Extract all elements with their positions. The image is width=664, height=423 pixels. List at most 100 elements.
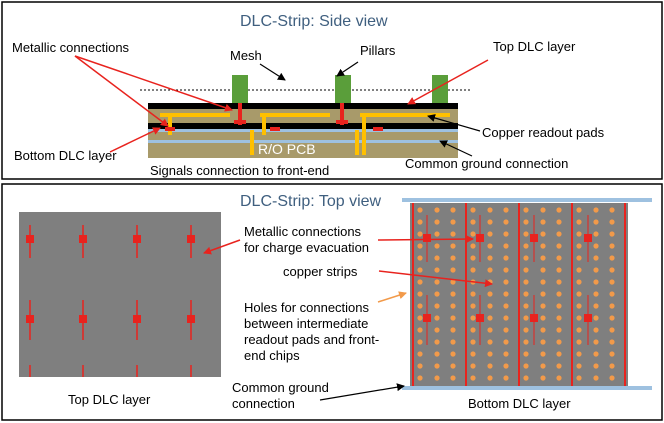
hole: [556, 207, 562, 213]
hole: [503, 255, 509, 261]
ground-bar-bottom: [402, 386, 652, 390]
hole: [470, 315, 476, 321]
hole: [523, 255, 529, 261]
hole: [540, 219, 546, 225]
hole: [523, 243, 529, 249]
pillar: [335, 75, 351, 103]
hole: [609, 363, 615, 369]
hole: [470, 231, 476, 237]
hole: [450, 363, 456, 369]
hole: [540, 231, 546, 237]
hole: [487, 207, 493, 213]
hole: [487, 231, 493, 237]
hole: [556, 303, 562, 309]
hole: [434, 219, 440, 225]
hole: [450, 279, 456, 285]
hole: [576, 231, 582, 237]
hole: [609, 291, 615, 297]
pillar: [432, 75, 448, 103]
hole: [556, 375, 562, 381]
hole: [434, 351, 440, 357]
hole: [593, 363, 599, 369]
ground-arrow-top: [319, 383, 405, 401]
hole: [609, 303, 615, 309]
hole: [434, 339, 440, 345]
holes-label-2: between intermediate: [244, 316, 368, 331]
hole: [450, 327, 456, 333]
hole: [593, 231, 599, 237]
hole: [470, 375, 476, 381]
hole: [470, 351, 476, 357]
hole: [609, 375, 615, 381]
hole: [609, 351, 615, 357]
hole: [503, 303, 509, 309]
hole: [556, 315, 562, 321]
hole: [417, 315, 423, 321]
hole: [523, 351, 529, 357]
hole: [540, 243, 546, 249]
top-dlc-arrow: [407, 59, 489, 105]
hole: [556, 351, 562, 357]
hole: [503, 207, 509, 213]
hole: [487, 255, 493, 261]
hole: [540, 267, 546, 273]
top-view-panel: [1, 183, 663, 421]
hole: [470, 243, 476, 249]
hole: [556, 327, 562, 333]
hole: [503, 339, 509, 345]
metallic-connections-label: Metallic connections: [12, 40, 130, 55]
hole: [417, 267, 423, 273]
metallic-connections: [165, 103, 383, 131]
holes-label-4: end chips: [244, 348, 300, 363]
holes-label-1: Holes for connections: [244, 300, 370, 315]
hole: [417, 219, 423, 225]
top-dlc-contacts: [26, 235, 195, 323]
hole: [434, 243, 440, 249]
hole: [434, 255, 440, 261]
hole: [450, 303, 456, 309]
copper-strip-lines: [412, 203, 626, 386]
hole: [450, 219, 456, 225]
bottom-dlc-contacts: [423, 234, 592, 322]
hole: [434, 291, 440, 297]
copper-arrow: [378, 270, 493, 288]
ground-label-2: connection: [232, 396, 295, 411]
hole: [576, 327, 582, 333]
hole: [593, 303, 599, 309]
ro-pcb-label: R/O PCB: [258, 141, 316, 157]
hole: [450, 231, 456, 237]
hole: [593, 243, 599, 249]
hole: [470, 291, 476, 297]
hole: [503, 279, 509, 285]
top-dlc-label: Top DLC layer: [493, 39, 576, 54]
hole: [417, 363, 423, 369]
metallic-arrow: [74, 55, 233, 112]
hole: [609, 267, 615, 273]
hole: [609, 243, 615, 249]
hole: [540, 351, 546, 357]
hole: [609, 339, 615, 345]
hole: [576, 315, 582, 321]
hole: [609, 327, 615, 333]
hole: [470, 267, 476, 273]
hole: [540, 339, 546, 345]
ground-plane-strip: [148, 129, 458, 132]
hole: [523, 291, 529, 297]
hole: [523, 363, 529, 369]
hole: [503, 291, 509, 297]
hole: [540, 315, 546, 321]
hole: [593, 207, 599, 213]
hole: [609, 231, 615, 237]
pillar: [232, 75, 248, 103]
signals-label: Signals connection to front-end: [150, 163, 329, 178]
hole: [417, 339, 423, 345]
hole: [576, 363, 582, 369]
hole: [503, 315, 509, 321]
hole: [487, 243, 493, 249]
hole: [556, 231, 562, 237]
hole: [417, 291, 423, 297]
hole: [540, 279, 546, 285]
hole: [503, 267, 509, 273]
hole: [417, 243, 423, 249]
side-view-title: DLC-Strip: Side view: [240, 13, 388, 30]
